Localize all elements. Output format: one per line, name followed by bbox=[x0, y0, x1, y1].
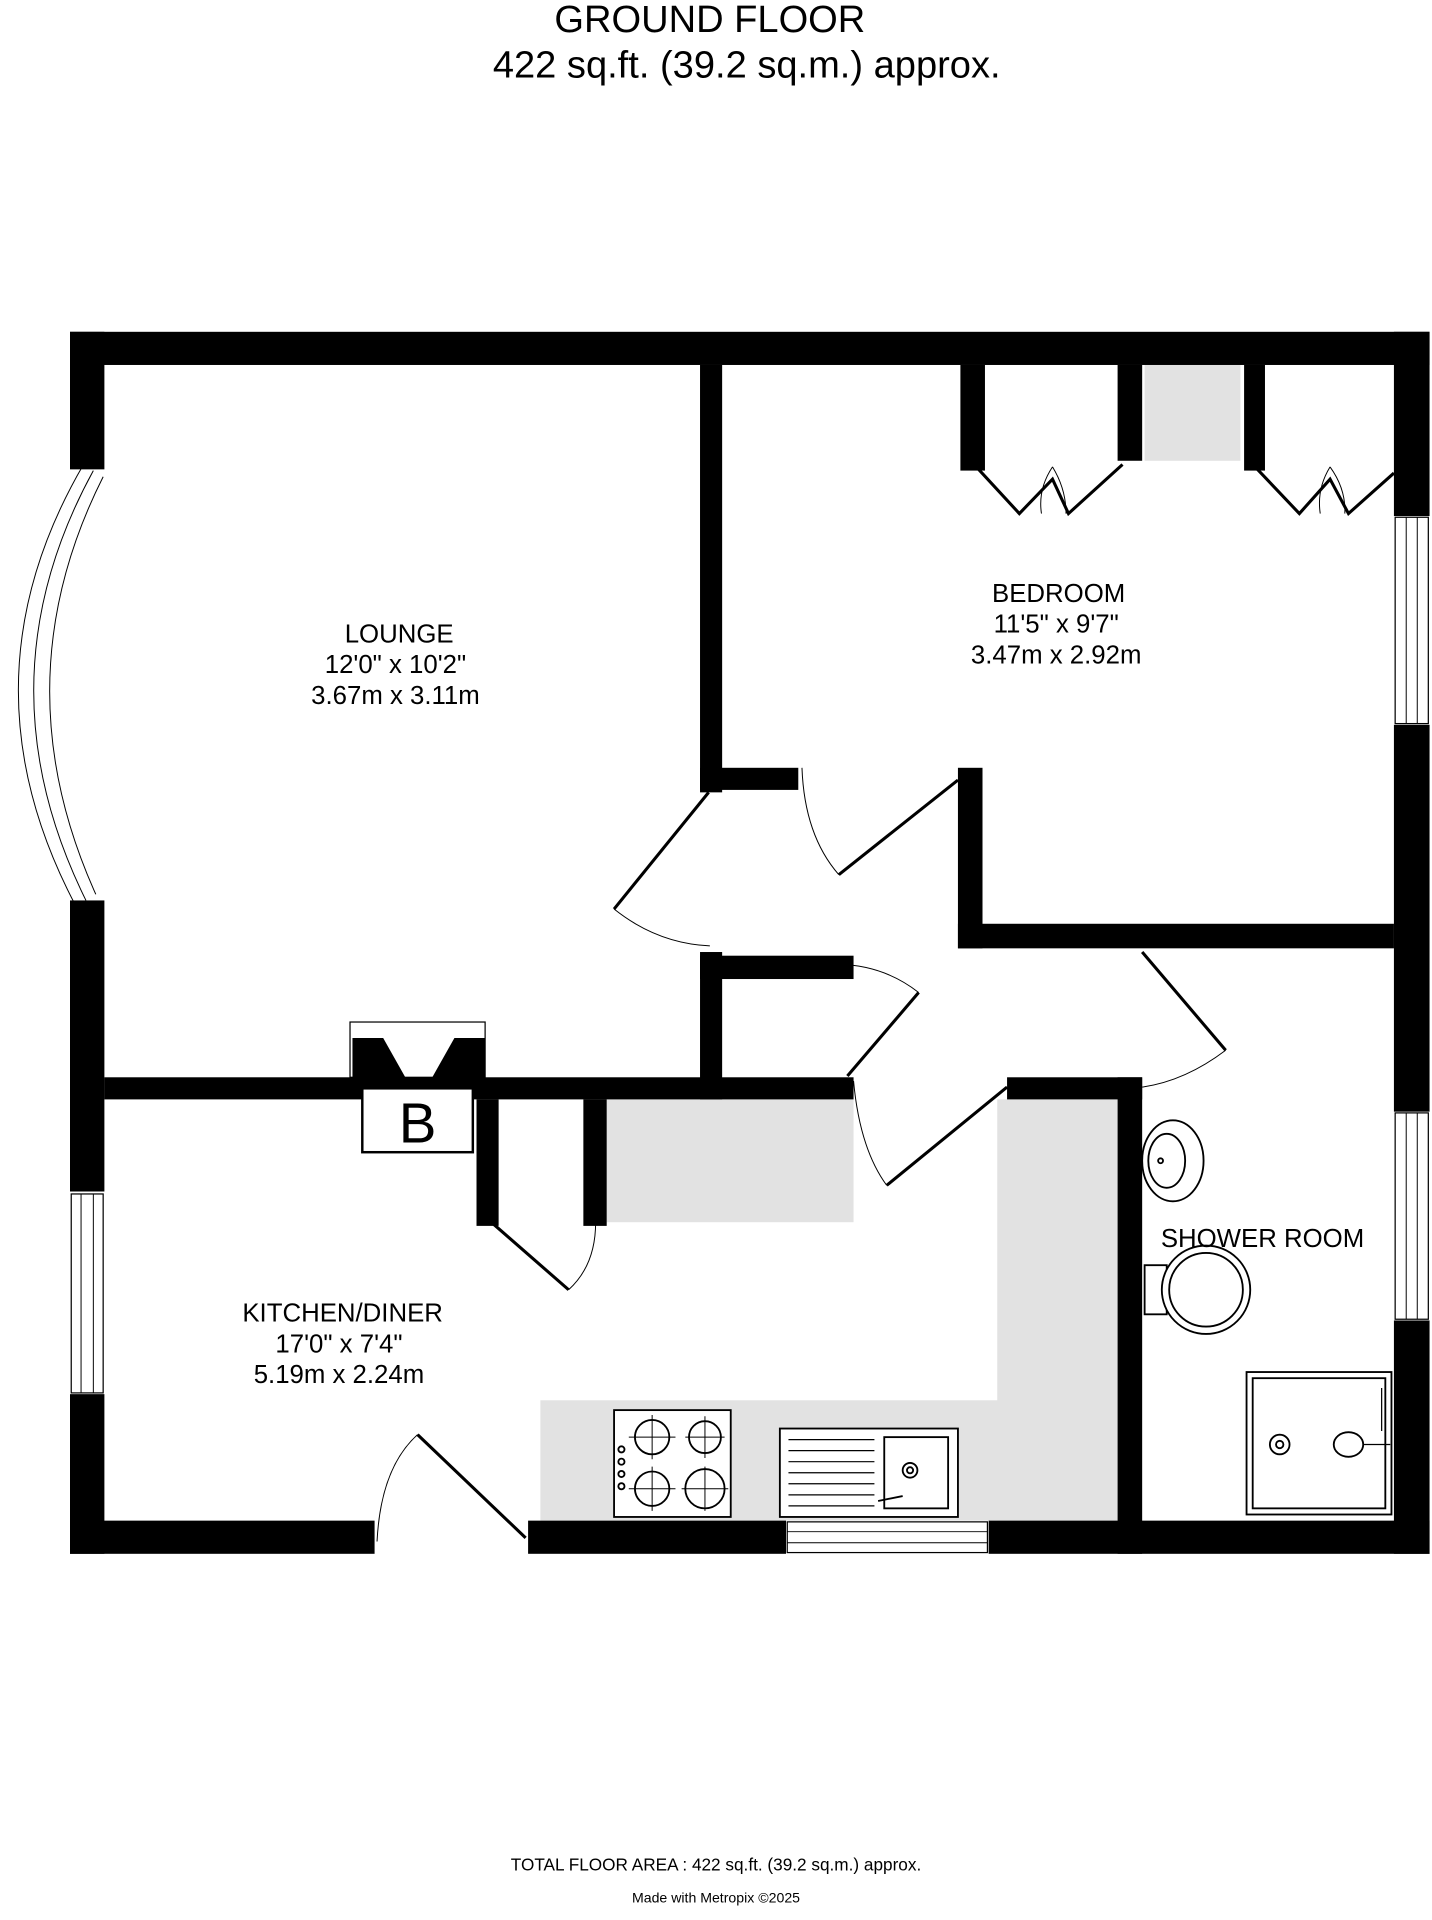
room-metric: 5.19m x 2.24m bbox=[254, 1361, 425, 1389]
walls bbox=[70, 331, 1430, 1554]
basin-icon bbox=[1141, 1119, 1205, 1203]
room-imperial: 12'0" x 10'2" bbox=[325, 651, 466, 679]
room-metric: 3.47m x 2.92m bbox=[971, 641, 1142, 669]
floor-title: GROUND FLOOR bbox=[554, 0, 865, 41]
room-bedroom: BEDROOM 11'5" x 9'7" 3.47m x 2.92m bbox=[971, 580, 1142, 669]
room-kitchen-diner: KITCHEN/DINER 17'0" x 7'4" 5.19m x 2.24m bbox=[242, 1300, 443, 1389]
room-name: BEDROOM bbox=[992, 580, 1125, 608]
shower-tray-icon bbox=[1245, 1371, 1393, 1516]
boiler: B bbox=[349, 1021, 486, 1154]
boiler-label: B bbox=[399, 1091, 437, 1154]
room-name: LOUNGE bbox=[345, 621, 454, 649]
room-name: KITCHEN/DINER bbox=[242, 1300, 443, 1328]
room-name: SHOWER ROOM bbox=[1161, 1225, 1364, 1253]
toilet-icon bbox=[1143, 1244, 1252, 1335]
room-imperial: 11'5" x 9'7" bbox=[994, 611, 1119, 639]
hob-icon bbox=[613, 1409, 732, 1518]
windows bbox=[17, 464, 1429, 1554]
room-lounge: LOUNGE 12'0" x 10'2" 3.67m x 3.11m bbox=[311, 621, 480, 710]
sink-icon bbox=[778, 1427, 959, 1518]
room-metric: 3.67m x 3.11m bbox=[311, 682, 480, 710]
floor-area: 422 sq.ft. (39.2 sq.m.) approx. bbox=[493, 45, 1001, 87]
doors bbox=[376, 463, 1395, 1542]
room-imperial: 17'0" x 7'4" bbox=[275, 1330, 402, 1358]
room-shower-room: SHOWER ROOM bbox=[1161, 1225, 1364, 1253]
total-floor-area: TOTAL FLOOR AREA : 422 sq.ft. (39.2 sq.m… bbox=[511, 1855, 921, 1875]
credit: Made with Metropix ©2025 bbox=[632, 1890, 800, 1906]
